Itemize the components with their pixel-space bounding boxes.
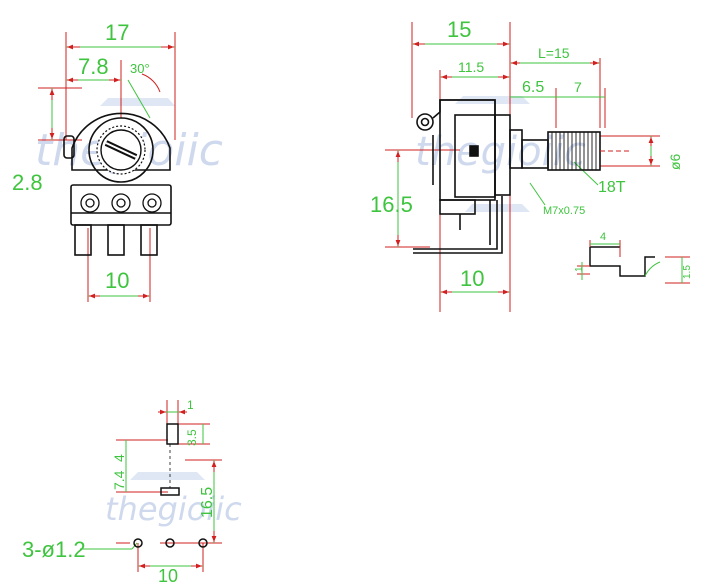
dim-offset-b: 7.4 bbox=[111, 470, 127, 490]
label-holes: 3-ø1.2 bbox=[22, 537, 86, 562]
dim-shaft-dia: ø6 bbox=[667, 153, 683, 170]
dim-length-shaft: L=15 bbox=[538, 45, 570, 61]
pcb-hole-2 bbox=[165, 538, 175, 548]
dim-offset-shaft: 7.8 bbox=[78, 54, 109, 79]
pcb-layout: 1 3.5 4 7.4 16.5 3-ø1.2 10 bbox=[22, 398, 222, 585]
front-arrows bbox=[49, 44, 174, 299]
dim-tab-width: 1 bbox=[187, 398, 194, 412]
slot-dimension-lines bbox=[581, 243, 683, 283]
pcb-hole-3 bbox=[198, 538, 208, 548]
dim-pin-offset: 10 bbox=[460, 266, 484, 291]
front-shaft bbox=[88, 117, 154, 183]
watermark-pcb: thegioiic bbox=[105, 490, 242, 528]
slot-outline bbox=[589, 246, 655, 277]
side-arrows bbox=[395, 41, 654, 295]
pcb-tab-top bbox=[166, 423, 179, 445]
pcb-hole-1 bbox=[133, 538, 143, 548]
dim-slot-height: 1 bbox=[574, 266, 585, 272]
slot-extension-lines bbox=[577, 240, 690, 284]
dim-pin-pitch: 10 bbox=[105, 268, 129, 293]
dim-length-knurl: 7 bbox=[574, 79, 582, 95]
label-knurl-teeth: 18T bbox=[598, 179, 626, 196]
side-knurl bbox=[551, 132, 597, 170]
dim-length-body: 15 bbox=[447, 17, 471, 42]
dim-slot-width: 4 bbox=[600, 231, 606, 243]
dim-width-total: 17 bbox=[105, 20, 129, 45]
pcb-arrows bbox=[139, 409, 217, 569]
slot-detail: 4 1 1.5 bbox=[574, 231, 693, 284]
dim-pcb-height-total: 16.5 bbox=[199, 487, 216, 518]
front-view: 17 7.8 30° 2.8 10 bbox=[12, 20, 176, 302]
dim-tab-height: 3.5 bbox=[185, 429, 199, 446]
dim-length-bracket: 11.5 bbox=[458, 59, 484, 75]
dim-slot-depth: 1.5 bbox=[682, 265, 693, 279]
front-terminals bbox=[80, 193, 162, 213]
side-body-outline bbox=[413, 99, 601, 254]
watermarks: thegioiic thegioiic thegioiic bbox=[35, 96, 586, 528]
front-extension-lines bbox=[38, 32, 176, 302]
front-body-outline bbox=[63, 112, 172, 256]
dim-offset-a: 4 bbox=[111, 454, 127, 462]
side-view: 15 L=15 11.5 6.5 7 16.5 10 ø6 18T M7x0.7… bbox=[370, 17, 683, 312]
watermark-side: thegioiic bbox=[415, 129, 586, 175]
dim-bush-height: 2.8 bbox=[12, 170, 43, 195]
label-thread-spec: M7x0.75 bbox=[543, 205, 585, 217]
dim-length-thread: 6.5 bbox=[522, 79, 544, 96]
dim-height-pins: 16.5 bbox=[370, 192, 413, 217]
dim-angle: 30° bbox=[130, 61, 150, 76]
dim-pcb-pin-pitch: 10 bbox=[158, 566, 178, 585]
